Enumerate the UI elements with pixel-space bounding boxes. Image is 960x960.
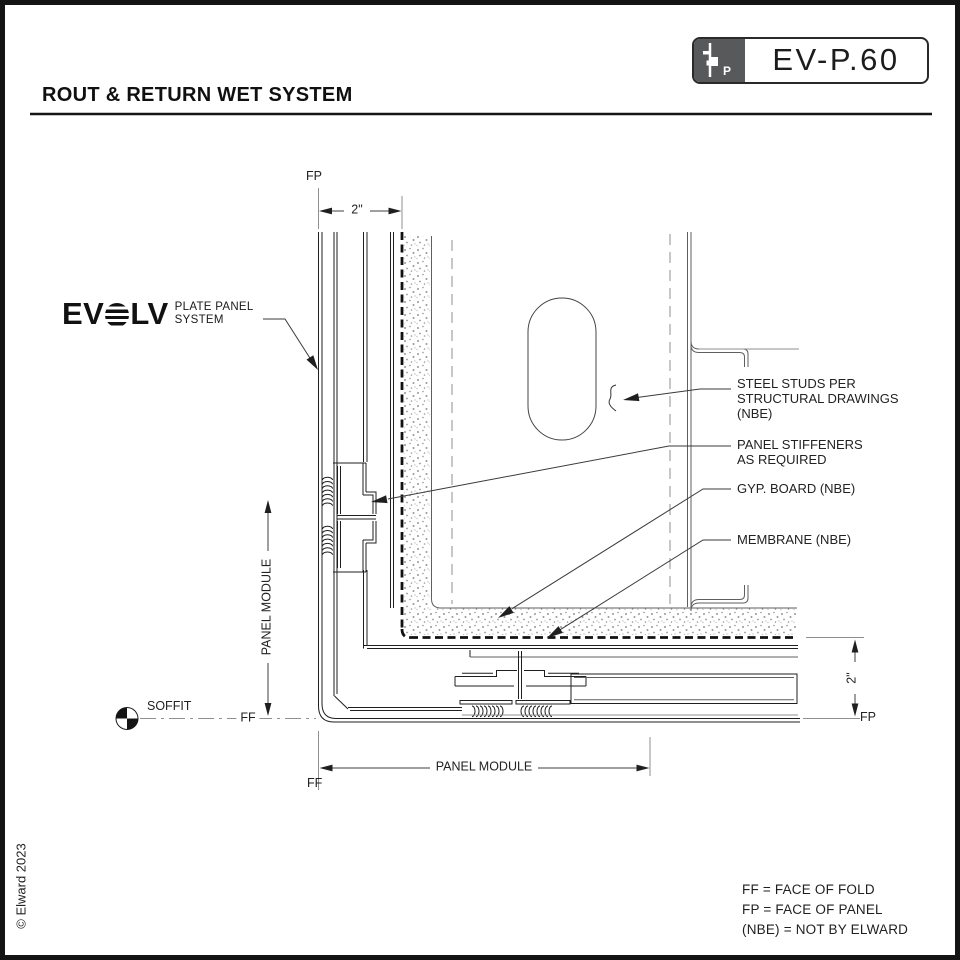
soffit-return-section (363, 645, 798, 718)
label-fp-top: FP (306, 169, 322, 183)
legend: FF = FACE OF FOLD FP = FACE OF PANEL (NB… (742, 880, 908, 940)
dim-label-2in-top: 2" (347, 202, 367, 218)
label-soffit: SOFFIT (147, 699, 192, 713)
dim-right-2in (803, 637, 864, 719)
stud-web-slot (527, 297, 597, 441)
icon-letter: P (723, 64, 731, 78)
hidden-stud-lines (451, 234, 671, 604)
gyp-board-stipple (404, 236, 796, 635)
logo-tagline: PLATE PANEL SYSTEM (175, 301, 254, 327)
page-title: ROUT & RETURN WET SYSTEM (42, 84, 353, 106)
leader-evolv (263, 318, 318, 370)
legend-line-fp: FP = FACE OF PANEL (742, 902, 883, 917)
break-squiggle (608, 384, 617, 412)
steel-stud-profile (687, 232, 799, 612)
logo-tagline-line1: PLATE PANEL (174, 301, 254, 313)
sheet-code: EV-P.60 (772, 41, 900, 77)
dim-label-2in-right: 2" (844, 668, 860, 688)
evolv-logo-o-glyph (105, 303, 130, 327)
leader-membrane (547, 539, 731, 638)
gyp-board-face-line (431, 236, 797, 609)
annotation-gyp-board: GYP. BOARD (NBE) (737, 481, 856, 496)
panel-detail-icon: P (694, 39, 745, 82)
soffit-centerline (115, 707, 316, 730)
leader-panel-stiffeners (371, 445, 731, 504)
logo-text-lv: LV (130, 296, 169, 331)
label-ff-bottom: FF (307, 776, 323, 790)
annotation-membrane: MEMBRANE (NBE) (737, 532, 852, 547)
dim-top-2in (318, 188, 403, 229)
leader-steel-studs (623, 388, 731, 402)
dim-label-panel-module-bottom: PANEL MODULE (431, 759, 537, 775)
annotation-steel-studs: STEEL STUDS PER STRUCTURAL DRAWINGS (NBE… (737, 376, 899, 421)
annotation-panel-stiffeners: PANEL STIFFENERS AS REQUIRED (737, 437, 863, 467)
sheet-code-block: P EV-P.60 (692, 37, 929, 84)
legend-line-ff: FF = FACE OF FOLD (742, 882, 875, 897)
dim-label-panel-module-left: PANEL MODULE (259, 554, 275, 660)
label-fp-right: FP (860, 710, 876, 724)
leader-gyp-board (498, 488, 731, 618)
dim-panel-module-bottom (318, 731, 651, 790)
dim-panel-module-left (264, 500, 272, 716)
label-ff-centerline: FF (236, 710, 260, 726)
membrane-lines (400, 232, 795, 639)
evolv-logo: EV LV PLATE PANEL SYSTEM (62, 297, 254, 331)
legend-line-nbe: (NBE) = NOT BY ELWARD (742, 922, 909, 937)
logo-tagline-line2: SYSTEM (174, 314, 224, 326)
panel-joint-vertical (322, 462, 377, 573)
copyright-text: © Elward 2023 (13, 843, 29, 929)
logo-text-ev: EV (62, 296, 105, 331)
